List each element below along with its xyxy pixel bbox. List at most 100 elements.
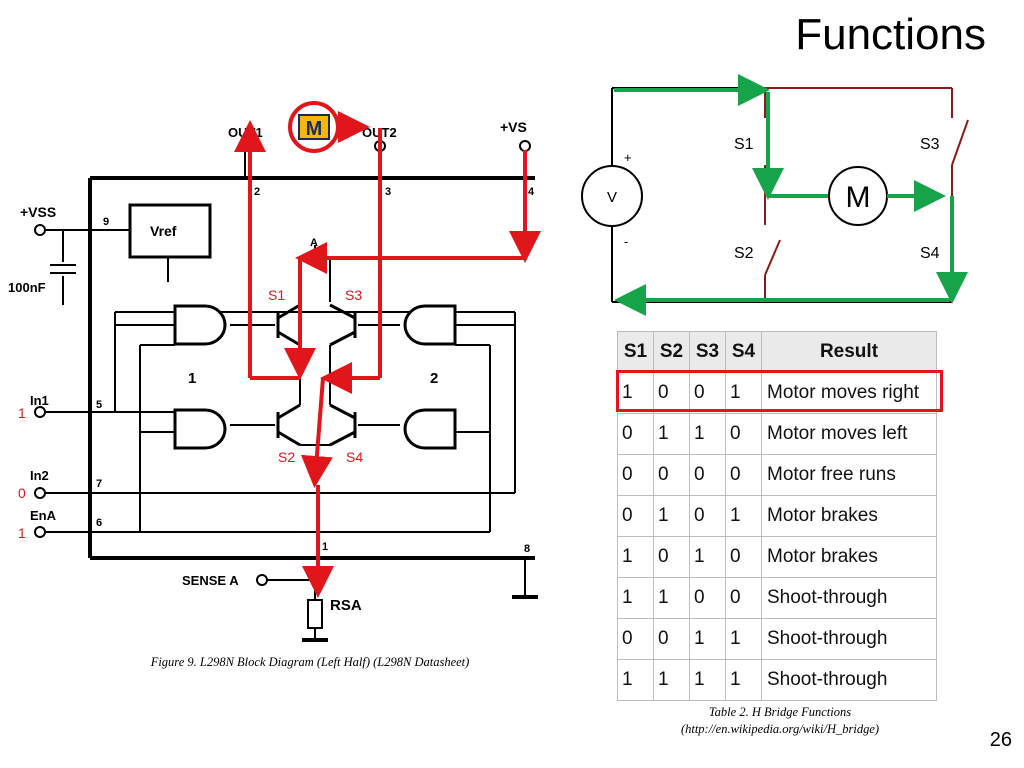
transistors [276,303,357,447]
cell: 0 [725,413,762,455]
in2-value: 0 [18,485,26,501]
node-a-label: A [310,237,318,249]
cell-result: Motor moves left [761,413,937,455]
switch-s3-label: S3 [345,287,362,303]
cell: 0 [689,454,726,496]
current-path-green [614,74,968,316]
pin5-label: 5 [96,399,102,411]
motor-logo: M [288,101,340,153]
cell: 1 [689,618,726,660]
table-row: 1 1 0 0 Shoot-through [617,577,937,619]
cell: 0 [653,372,690,414]
table-row: 0 1 1 0 Motor moves left [617,413,937,455]
pin4-label: 4 [528,186,535,198]
col-result: Result [761,331,937,373]
pin9-label: 9 [103,216,109,228]
cell: 0 [653,454,690,496]
cell: 1 [653,577,690,619]
cell: 1 [653,413,690,455]
cell: 0 [617,495,654,537]
cell: 0 [689,495,726,537]
cell: 1 [689,413,726,455]
internal-wiring [40,150,538,642]
and-gate-2a [403,304,457,346]
hbridge-s2: S2 [734,245,754,262]
pin2-label: 2 [254,186,260,198]
and-gates [173,304,457,450]
hbridge-function-table: S1 S2 S3 S4 Result 1 0 0 1 Motor moves r… [617,331,937,701]
vref-label: Vref [150,223,177,239]
table-row: 1 0 0 1 Motor moves right [617,372,937,414]
col-s1: S1 [617,331,654,373]
hbridge-schematic: V + - M S1 S2 S3 S4 [581,74,969,316]
vs-terminal [519,140,531,152]
cell-result: Motor free runs [761,454,937,496]
cell: 0 [689,372,726,414]
pin-terminals [34,140,531,586]
table-caption-line2: (http://en.wikipedia.org/wiki/H_bridge) [680,722,880,736]
table-row: 1 1 1 1 Shoot-through [617,659,937,701]
figure-caption: Figure 9. L298N Block Diagram (Left Half… [150,655,470,669]
pin8-label: 8 [524,543,530,555]
slide-title: Functions [795,10,986,59]
cell-result: Shoot-through [761,618,937,660]
source-label: V [607,189,617,206]
cell: 1 [617,577,654,619]
hbridge-s4: S4 [920,245,940,262]
in2-label: In2 [30,468,49,483]
cell: 1 [689,659,726,701]
pin3-label: 3 [385,186,391,198]
vss-terminal [34,224,46,236]
cell-result: Motor brakes [761,536,937,578]
and-gate-2b [403,408,457,450]
table-caption: Table 2. H Bridge Functions (http://en.w… [620,704,940,738]
in2-terminal [34,487,46,499]
cell: 0 [725,454,762,496]
cell: 1 [725,659,762,701]
and-gate-1a [173,304,227,346]
col-s4: S4 [725,331,762,373]
cell: 0 [617,618,654,660]
hbridge-s1: S1 [734,136,754,153]
sense-label: SENSE A [182,573,239,588]
cell-result: Motor brakes [761,495,937,537]
table-row: 0 0 0 0 Motor free runs [617,454,937,496]
source-minus: - [624,234,628,249]
gate-group-2-label: 2 [430,370,438,387]
hbridge-s3: S3 [920,136,940,153]
cell: 1 [617,659,654,701]
switch-s4-label: S4 [346,449,363,465]
cell: 0 [617,454,654,496]
cell: 1 [653,495,690,537]
pin7-label: 7 [96,478,102,490]
ena-label: EnA [30,508,57,523]
table-caption-line1: Table 2. H Bridge Functions [708,705,852,719]
cell-result: Motor moves right [761,372,937,414]
cap-label: 100nF [8,280,46,295]
cell: 1 [725,618,762,660]
vs-label: +VS [500,119,527,135]
col-s3: S3 [689,331,726,373]
vss-label: +VSS [20,204,56,220]
cell: 0 [725,577,762,619]
cell: 1 [617,536,654,578]
cell: 0 [617,413,654,455]
source-plus: + [624,150,632,165]
motor-logo-letter: M [306,118,323,140]
page-number: 26 [989,729,1012,751]
ena-value: 1 [18,525,26,541]
table-row: 0 0 1 1 Shoot-through [617,618,937,660]
cell: 0 [725,536,762,578]
pin1-label: 1 [322,541,328,553]
cell-result: Shoot-through [761,577,937,619]
table-row: 0 1 0 1 Motor brakes [617,495,937,537]
pin6-label: 6 [96,517,102,529]
hbridge-motor-label: M [846,181,871,214]
and-gate-1b [173,408,227,450]
out1-label: OUT1 [228,125,263,140]
gate-group-1-label: 1 [188,370,196,387]
highlighted-row-frame [616,370,943,412]
switch-s2-label: S2 [278,449,295,465]
cell: 1 [689,536,726,578]
